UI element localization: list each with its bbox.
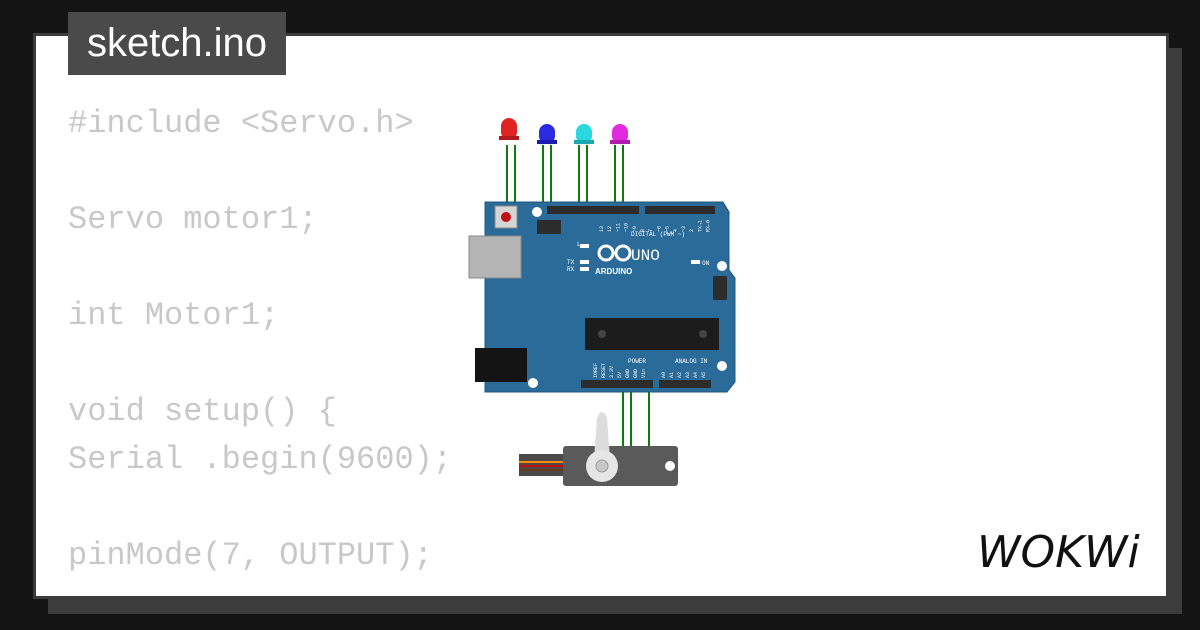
mount-hole (717, 361, 727, 371)
power-label: POWER (628, 358, 646, 365)
microcontroller-chip (585, 318, 719, 350)
pin-label: A1 (669, 372, 675, 378)
pin-label: ~6 (656, 226, 662, 232)
pin-label: RESET (601, 363, 607, 378)
header-digital-1 (547, 206, 639, 214)
arduino-board[interactable]: L TX RX ON UNO ARDUINO DIGITAL (PWM ~) P… (468, 201, 736, 393)
pin-label: ~10 (624, 223, 630, 232)
pin-label: ~5 (665, 226, 671, 232)
servo-screw (595, 459, 609, 473)
pin-label: ~11 (615, 223, 621, 232)
led-blue[interactable] (537, 124, 557, 144)
rx-label: RX (567, 266, 575, 273)
pin-label: 5V (617, 372, 623, 378)
tx-label: TX (567, 259, 575, 266)
led-magenta[interactable] (610, 124, 630, 144)
pin-label: TX→1 (697, 220, 703, 232)
l-label: L (577, 241, 581, 248)
file-tab[interactable]: sketch.ino (68, 12, 286, 75)
pin-label: GND (633, 369, 639, 378)
digital-label: DIGITAL (PWM ~) (631, 231, 685, 238)
pin-label: 4 (673, 229, 679, 232)
code-line: int Motor1; (68, 297, 280, 334)
pin-label: 12 (607, 226, 613, 232)
led-tx (580, 260, 589, 264)
led-on (691, 260, 700, 264)
circuit-diagram: L TX RX ON UNO ARDUINO DIGITAL (PWM ~) P… (468, 118, 736, 486)
code-line: Servo motor1; (68, 201, 318, 238)
servo-motor[interactable] (519, 412, 678, 486)
header-power (581, 380, 653, 388)
usb-port (468, 235, 522, 279)
code-line: void setup() { (68, 393, 337, 430)
board-name: UNO (631, 247, 660, 265)
code-line: #include <Servo.h> (68, 105, 414, 142)
chip-dot (699, 330, 707, 338)
pin-label: 3.3V (609, 366, 615, 378)
pin-label: A3 (685, 372, 691, 378)
pin-label: A4 (693, 372, 699, 378)
pin-label: A0 (661, 372, 667, 378)
pin-label: ~9 (632, 226, 638, 232)
analog-label: ANALOG IN (675, 358, 708, 365)
pin-label: GND (625, 369, 631, 378)
pin-label: ~3 (681, 226, 687, 232)
code-preview: #include <Servo.h> Servo motor1; int Motor… (68, 100, 452, 580)
board-brand: ARDUINO (595, 267, 632, 276)
pin-label: 13 (599, 226, 605, 232)
code-line (68, 148, 452, 196)
code-line (68, 340, 452, 388)
icsp-header-2 (713, 276, 727, 300)
chip-dot (598, 330, 606, 338)
led-rx (580, 267, 589, 271)
led-cyan[interactable] (574, 124, 594, 144)
header-analog (659, 380, 711, 388)
pin-label: Vin (641, 369, 647, 378)
logo-text: WOKWi (977, 527, 1140, 577)
power-jack (475, 348, 527, 382)
code-line: Serial .begin(9600); (68, 441, 453, 478)
mount-hole (717, 261, 727, 271)
reset-button[interactable] (501, 212, 511, 222)
pin-label: 7 (648, 229, 654, 232)
pin-label: 8 (640, 229, 646, 232)
servo-mount-hole (665, 461, 675, 471)
header-digital-2 (645, 206, 715, 214)
pin-label: RX←0 (706, 220, 712, 232)
pin-label: IOREF (593, 363, 599, 378)
code-line (68, 244, 452, 292)
code-line: pinMode(7, OUTPUT); (68, 537, 433, 574)
mount-hole (528, 378, 538, 388)
wokwi-logo[interactable]: WOKWi (975, 525, 1153, 577)
on-label: ON (702, 260, 710, 267)
icsp-header (537, 220, 561, 234)
led-red[interactable] (499, 118, 519, 140)
pin-label: 2 (689, 229, 695, 232)
led-l (580, 244, 589, 248)
arduino-logo-icon (597, 244, 632, 262)
pin-label: A2 (677, 372, 683, 378)
mount-hole (532, 207, 542, 217)
code-line (68, 484, 452, 532)
pin-label: A5 (701, 372, 707, 378)
